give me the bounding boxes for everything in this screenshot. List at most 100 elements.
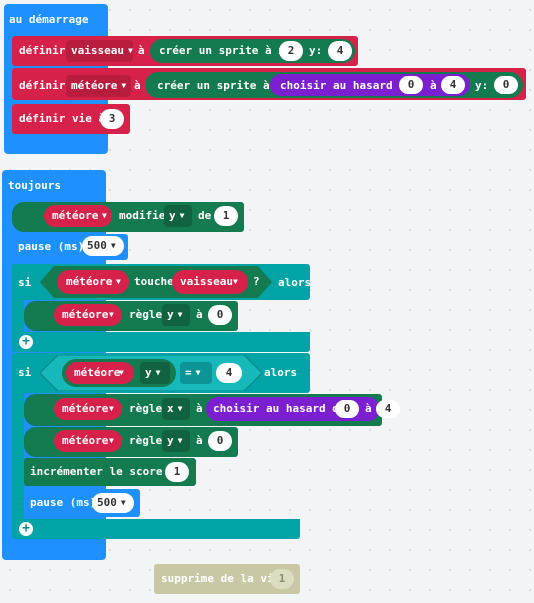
chevron-down-icon: ▼ bbox=[233, 277, 238, 286]
property-name: y bbox=[169, 209, 176, 222]
score-value-input[interactable]: 1 bbox=[165, 462, 189, 482]
set-label: définir bbox=[19, 44, 66, 57]
property-dropdown[interactable]: y▼ bbox=[162, 430, 190, 452]
question-label: ? bbox=[253, 275, 260, 288]
pause-label: pause (ms) bbox=[18, 240, 85, 253]
property-name: y bbox=[167, 434, 174, 447]
life-change-input[interactable]: 1 bbox=[270, 569, 294, 589]
y-label: y: bbox=[309, 44, 323, 57]
change-score-label: incrémenter le score de bbox=[30, 465, 183, 478]
pause-label: pause (ms) bbox=[30, 496, 97, 509]
y-input[interactable]: 0 bbox=[494, 76, 518, 94]
sprite-variable-meteore[interactable] bbox=[57, 270, 129, 294]
to-label: à bbox=[430, 79, 437, 92]
property-dropdown[interactable]: y▼ bbox=[164, 205, 192, 227]
chevron-down-icon: ▼ bbox=[116, 277, 121, 286]
y-label: y: bbox=[475, 79, 489, 92]
if-label: si bbox=[18, 366, 32, 379]
property-dropdown[interactable]: y▼ bbox=[140, 362, 170, 384]
chevron-down-icon: ▼ bbox=[119, 368, 124, 377]
operator-dropdown[interactable]: =▼ bbox=[180, 362, 212, 384]
chevron-down-icon: ▼ bbox=[127, 46, 133, 55]
if-equal-block-side bbox=[12, 393, 24, 519]
sprite-variable-label: vaisseau bbox=[180, 275, 233, 288]
pause-duration-dropdown[interactable]: 500▼ bbox=[82, 236, 124, 256]
random-label: choisir au hasard de bbox=[280, 79, 413, 92]
pause-duration-value: 500 bbox=[97, 496, 117, 509]
to-label: à bbox=[138, 44, 145, 57]
then-label: alors bbox=[278, 276, 312, 289]
sprite-variable-meteore[interactable] bbox=[54, 398, 122, 420]
y-input[interactable]: 4 bbox=[328, 41, 352, 61]
random-to-input[interactable]: 4 bbox=[441, 76, 465, 94]
to-label: à bbox=[196, 434, 203, 447]
chevron-down-icon: ▼ bbox=[195, 368, 201, 377]
set-label: règle bbox=[129, 308, 163, 321]
if-touch-block-side bbox=[12, 300, 24, 332]
property-dropdown[interactable]: x▼ bbox=[162, 398, 190, 420]
variable-dropdown-meteore[interactable]: météore▼ bbox=[66, 75, 131, 97]
add-else-icon[interactable]: + bbox=[19, 335, 33, 349]
chevron-down-icon: ▼ bbox=[120, 498, 126, 507]
chevron-down-icon: ▼ bbox=[177, 436, 183, 445]
by-label: de bbox=[198, 209, 212, 222]
to-label: à bbox=[365, 402, 372, 415]
compare-value-input[interactable]: 4 bbox=[216, 363, 242, 383]
random-from-input[interactable]: 0 bbox=[399, 76, 423, 94]
set-life-label: définir vie à bbox=[19, 112, 106, 125]
chevron-down-icon: ▼ bbox=[155, 368, 161, 377]
change-life-label: supprime de la vie bbox=[161, 572, 281, 585]
create-sprite-block[interactable] bbox=[150, 39, 355, 63]
chevron-down-icon: ▼ bbox=[177, 310, 183, 319]
forever-header: toujours bbox=[8, 179, 61, 192]
change-value-input[interactable]: 1 bbox=[214, 206, 238, 226]
to-label: à bbox=[196, 402, 203, 415]
chevron-down-icon: ▼ bbox=[110, 241, 116, 250]
property-name: y bbox=[167, 308, 174, 321]
pause-duration-dropdown[interactable]: 500▼ bbox=[92, 493, 134, 513]
modify-label: modifie bbox=[119, 209, 166, 222]
touch-label: touche bbox=[134, 275, 174, 288]
set-value-input[interactable]: 0 bbox=[208, 431, 232, 451]
set-label: règle bbox=[129, 402, 163, 415]
sprite-variable-vaisseau[interactable] bbox=[172, 270, 248, 294]
sprite-variable-label: météore bbox=[62, 308, 109, 321]
create-sprite-label: créer un sprite à x: bbox=[159, 44, 292, 57]
x-input[interactable]: 2 bbox=[279, 41, 303, 61]
sprite-variable-meteore[interactable] bbox=[54, 430, 122, 452]
sprite-variable-label: météore bbox=[62, 434, 109, 447]
chevron-down-icon: ▼ bbox=[109, 436, 114, 445]
if-label: si bbox=[18, 276, 32, 289]
add-else-icon[interactable]: + bbox=[19, 522, 33, 536]
create-sprite-label: créer un sprite à x: bbox=[157, 79, 290, 92]
then-label: alors bbox=[264, 366, 298, 379]
chevron-down-icon: ▼ bbox=[179, 211, 185, 220]
on-start-header: au démarrage bbox=[9, 13, 89, 26]
chevron-down-icon: ▼ bbox=[121, 81, 127, 90]
pause-duration-value: 500 bbox=[87, 239, 107, 252]
to-label: à bbox=[196, 308, 203, 321]
sprite-variable-label: météore bbox=[74, 366, 121, 379]
sprite-variable-meteore[interactable] bbox=[66, 362, 134, 384]
property-name: y bbox=[145, 366, 152, 379]
sprite-variable-label: météore bbox=[52, 209, 99, 222]
to-label: à bbox=[134, 79, 141, 92]
sprite-variable-meteore[interactable] bbox=[44, 205, 112, 227]
chevron-down-icon: ▼ bbox=[109, 310, 114, 319]
random-to-input[interactable]: 4 bbox=[376, 400, 400, 418]
set-value-input[interactable]: 0 bbox=[208, 305, 232, 325]
operator-value: = bbox=[185, 366, 192, 379]
if-touch-block-footer bbox=[12, 332, 310, 352]
property-name: x bbox=[167, 402, 174, 415]
sprite-variable-meteore[interactable] bbox=[54, 304, 122, 326]
variable-name: météore bbox=[71, 79, 118, 92]
variable-dropdown-vaisseau[interactable]: vaisseau▼ bbox=[66, 40, 133, 62]
random-from-input[interactable]: 0 bbox=[335, 400, 359, 418]
random-label: choisir au hasard de bbox=[213, 402, 346, 415]
sprite-variable-label: météore bbox=[66, 275, 113, 288]
chevron-down-icon: ▼ bbox=[177, 404, 183, 413]
life-input[interactable]: 3 bbox=[100, 109, 124, 129]
chevron-down-icon: ▼ bbox=[102, 211, 107, 220]
if-equal-block-footer bbox=[12, 519, 300, 539]
property-dropdown[interactable]: y▼ bbox=[162, 304, 190, 326]
